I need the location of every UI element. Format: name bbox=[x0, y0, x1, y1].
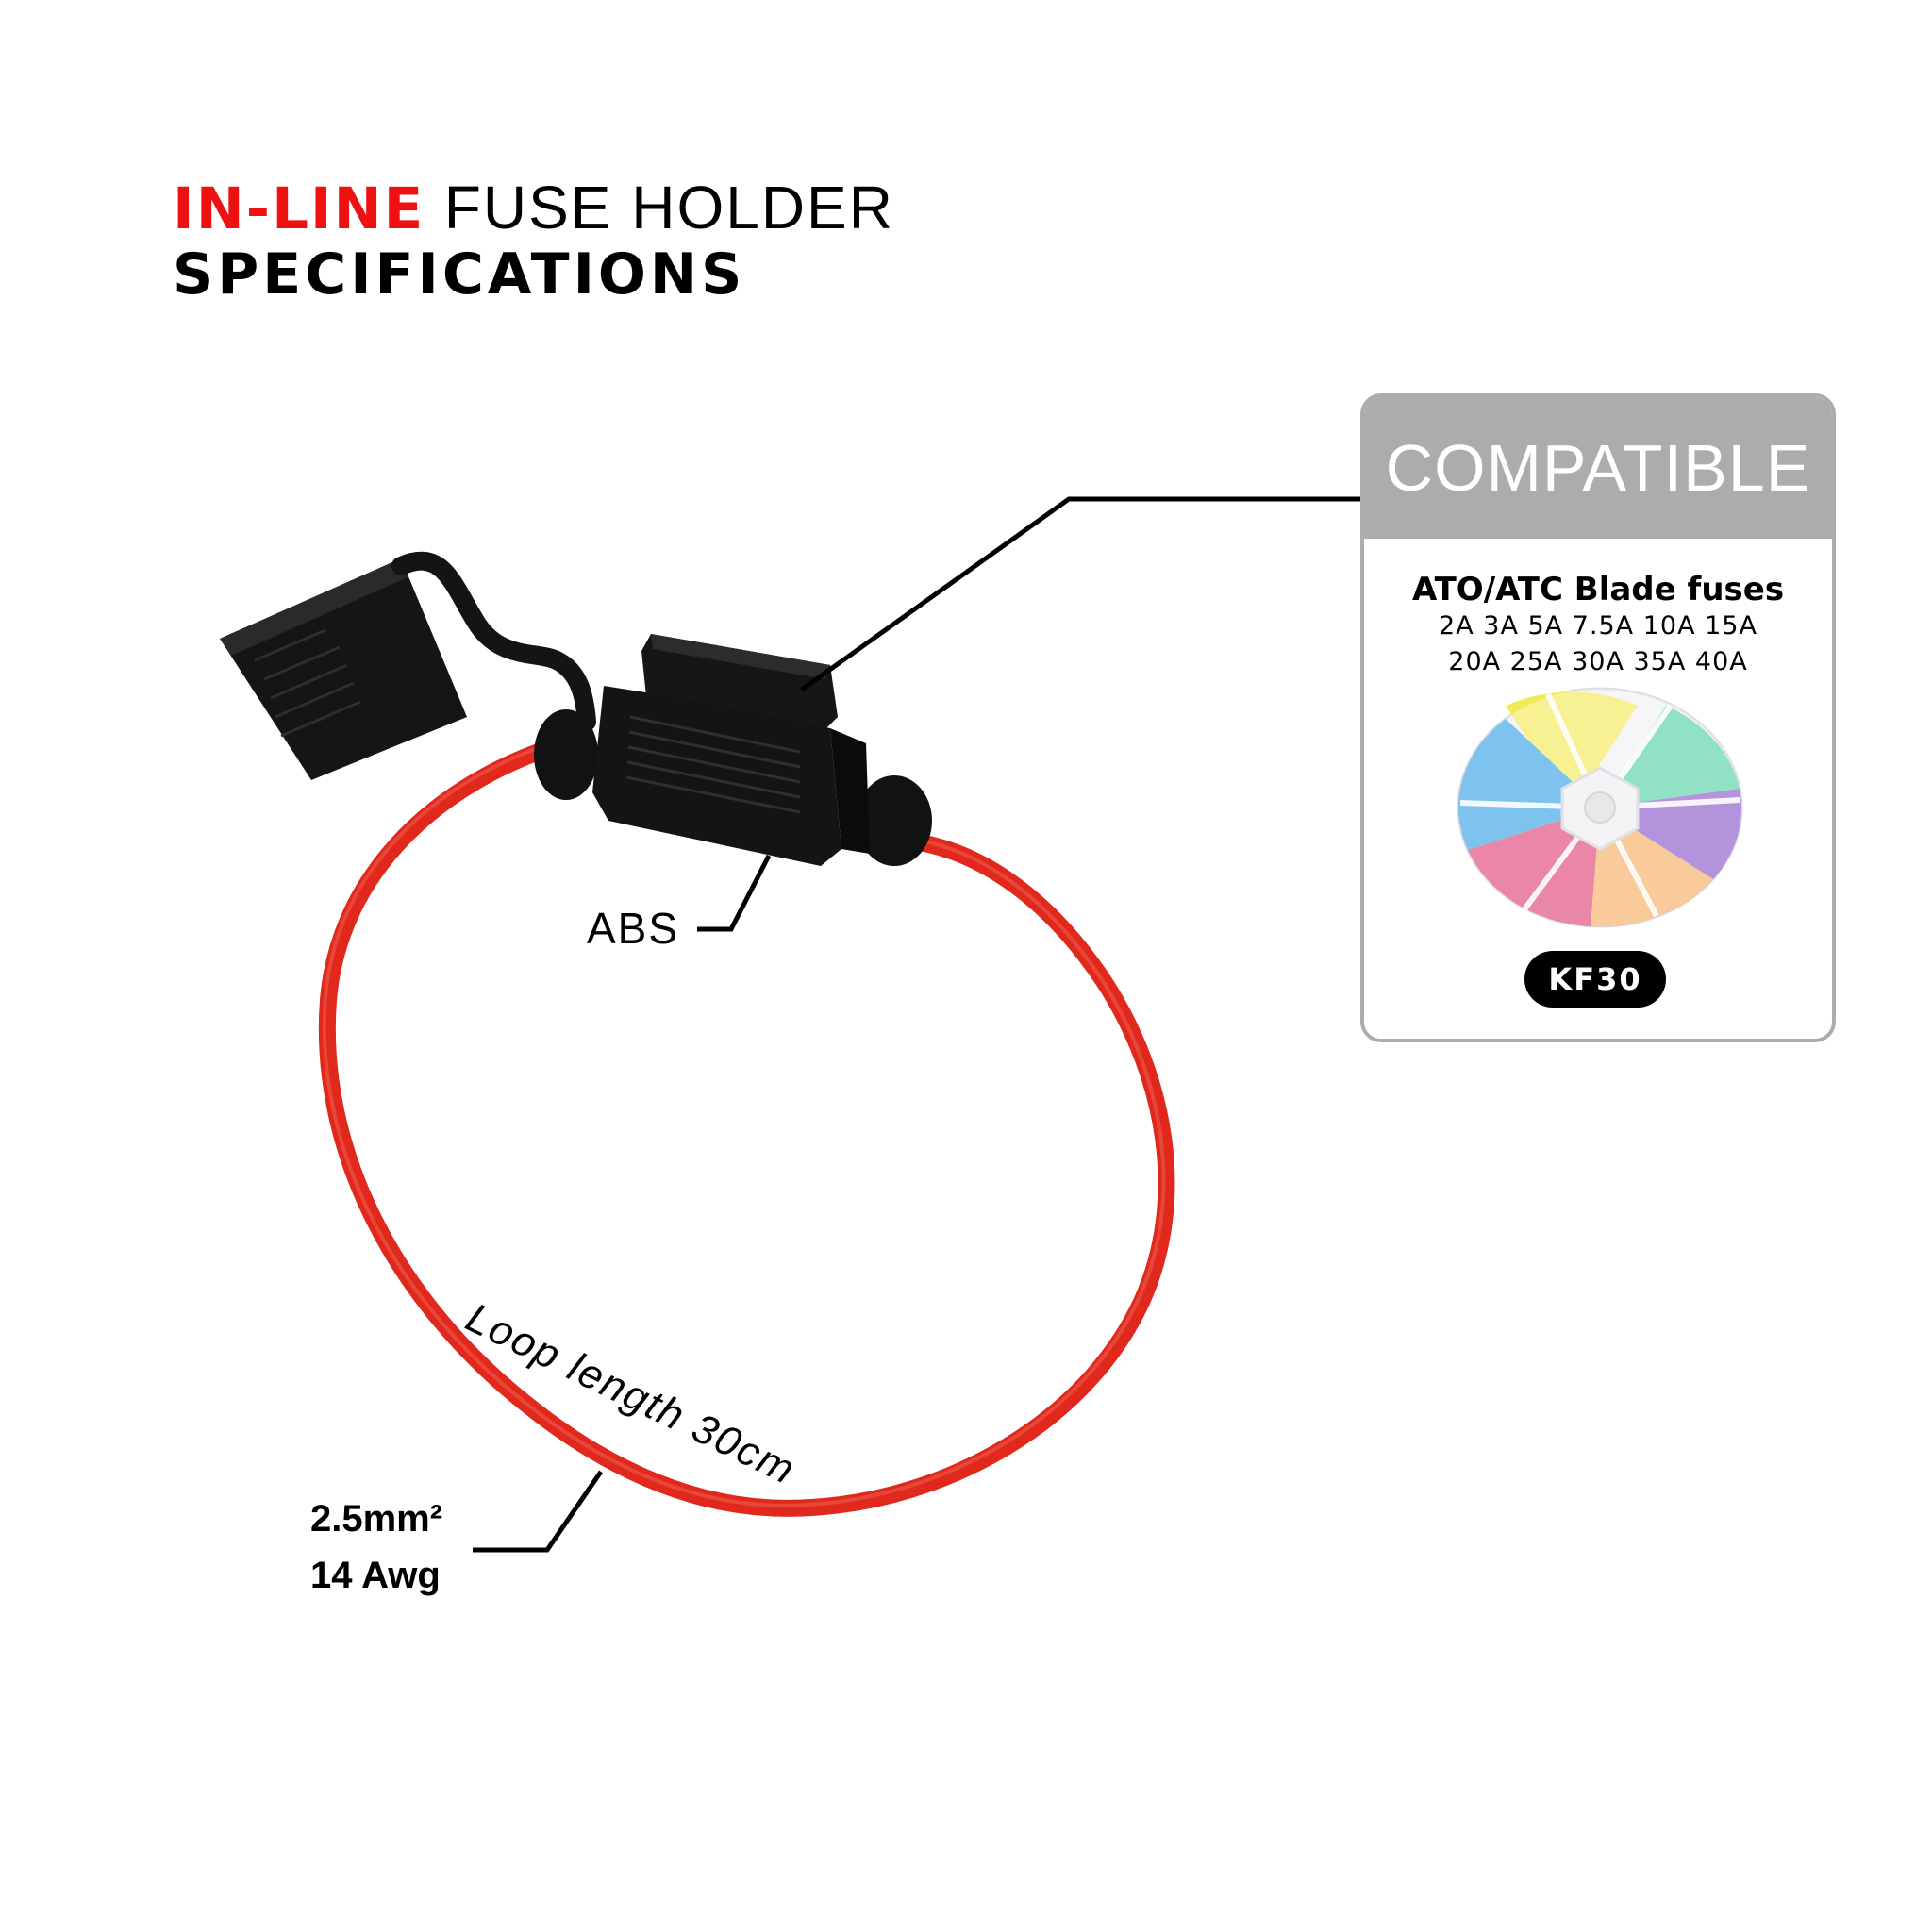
page-title: IN-LINE FUSE HOLDER bbox=[173, 176, 894, 241]
page-subtitle: SPECIFICATIONS bbox=[173, 242, 746, 308]
material-label: ABS bbox=[587, 904, 680, 953]
title-rest: FUSE HOLDER bbox=[443, 174, 894, 242]
leader-line-compatible bbox=[800, 496, 1360, 692]
wire-gauge-mm: 2.5mm² bbox=[310, 1498, 443, 1540]
compatible-card: COMPATIBLE ATO/ATC Blade fuses 2A 3A 5A … bbox=[1360, 393, 1836, 1042]
cap-strap bbox=[391, 551, 596, 731]
title-accent: IN-LINE bbox=[173, 175, 425, 242]
fuse-box-icon bbox=[1457, 687, 1743, 928]
fuse-ratings-line1: 2A 3A 5A 7.5A 10A 15A bbox=[1439, 611, 1757, 641]
fuse-cap-icon bbox=[220, 558, 467, 780]
fuse-holder-body bbox=[534, 634, 932, 866]
red-wire-loop bbox=[318, 739, 1175, 1517]
leader-line-abs bbox=[697, 854, 772, 932]
model-badge: KF30 bbox=[1524, 951, 1666, 1008]
wire-gauge-label: 2.5mm² 14 Awg bbox=[310, 1491, 442, 1604]
wire-gauge-awg: 14 Awg bbox=[310, 1555, 441, 1596]
leader-line-wire bbox=[473, 1470, 604, 1553]
fuse-ratings-line2: 20A 25A 30A 35A 40A bbox=[1448, 647, 1748, 676]
card-header: COMPATIBLE bbox=[1364, 397, 1832, 539]
fuse-type: ATO/ATC Blade fuses bbox=[1411, 571, 1785, 608]
